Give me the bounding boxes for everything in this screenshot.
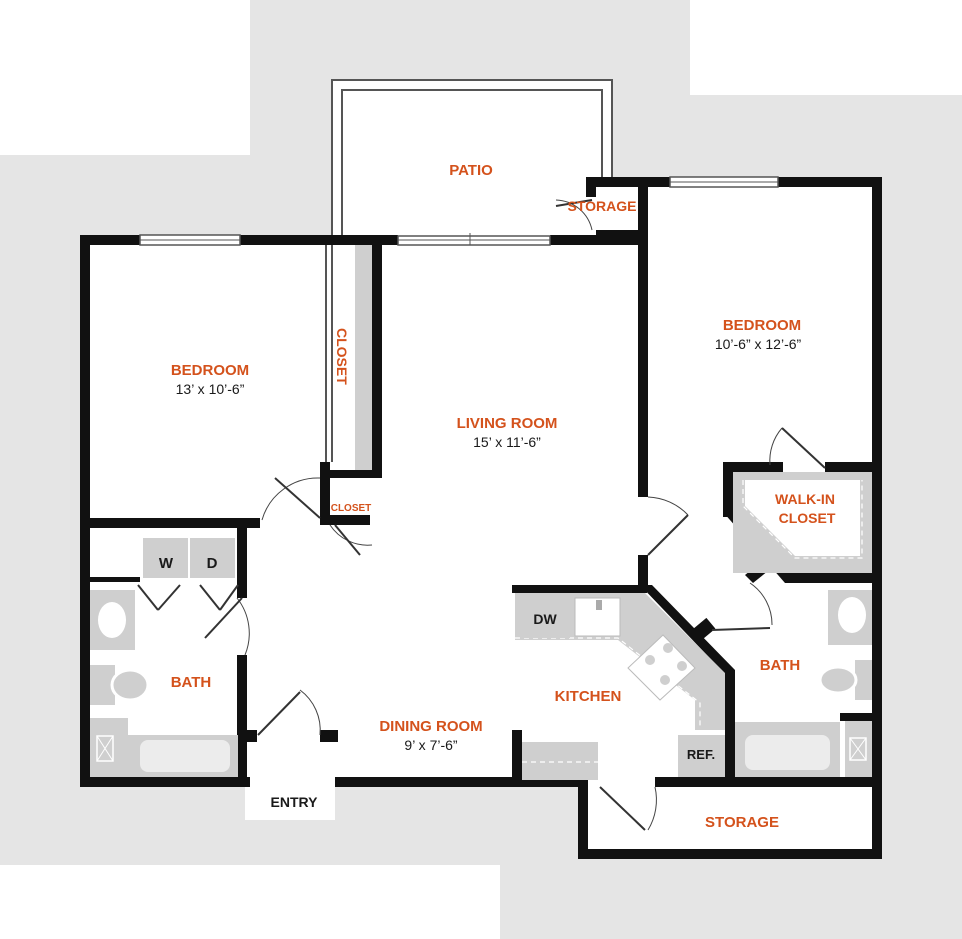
windows (139, 176, 779, 462)
storage-top-label: STORAGE (568, 198, 637, 214)
dryer-label: D (207, 555, 218, 572)
refrigerator-label: REF. (687, 747, 715, 762)
appliance-labels: W D DW REF. (159, 555, 715, 762)
bedroom-left-label: BEDROOM (171, 362, 249, 379)
storage-bottom-label: STORAGE (705, 814, 779, 831)
living-room-label: LIVING ROOM (457, 415, 558, 432)
dining-room-size: 9’ x 7’-6” (404, 737, 458, 753)
bedroom-right-label: BEDROOM (723, 317, 801, 334)
walk-in-closet-label-1: WALK-IN (775, 491, 835, 507)
kitchen-label: KITCHEN (555, 688, 622, 705)
doors (204, 199, 826, 831)
storage-top-floor (596, 187, 638, 230)
fixtures (90, 538, 872, 777)
dishwasher-label: DW (533, 611, 557, 627)
closet-shelving (355, 245, 872, 573)
dining-room-label: DINING ROOM (379, 718, 482, 735)
bedroom-left-size: 13’ x 10’-6” (176, 381, 245, 397)
bath-left-label: BATH (171, 674, 212, 691)
room-labels: PATIO STORAGE BEDROOM 13’ x 10’-6” CLOSE… (171, 162, 836, 831)
living-room-size: 15’ x 11’-6” (473, 434, 541, 450)
walk-in-closet-label-2: CLOSET (779, 510, 836, 526)
kitchen-counters (515, 593, 725, 780)
entry-label: ENTRY (271, 794, 319, 810)
washer-label: W (159, 555, 174, 572)
bath-right-label: BATH (760, 657, 801, 674)
closet-small-label: CLOSET (331, 503, 372, 514)
closet-vertical-label: CLOSET (334, 328, 350, 385)
patio-outline (331, 79, 613, 240)
patio-label: PATIO (449, 162, 493, 179)
bedroom-right-size: 10’-6” x 12’-6” (715, 336, 802, 352)
